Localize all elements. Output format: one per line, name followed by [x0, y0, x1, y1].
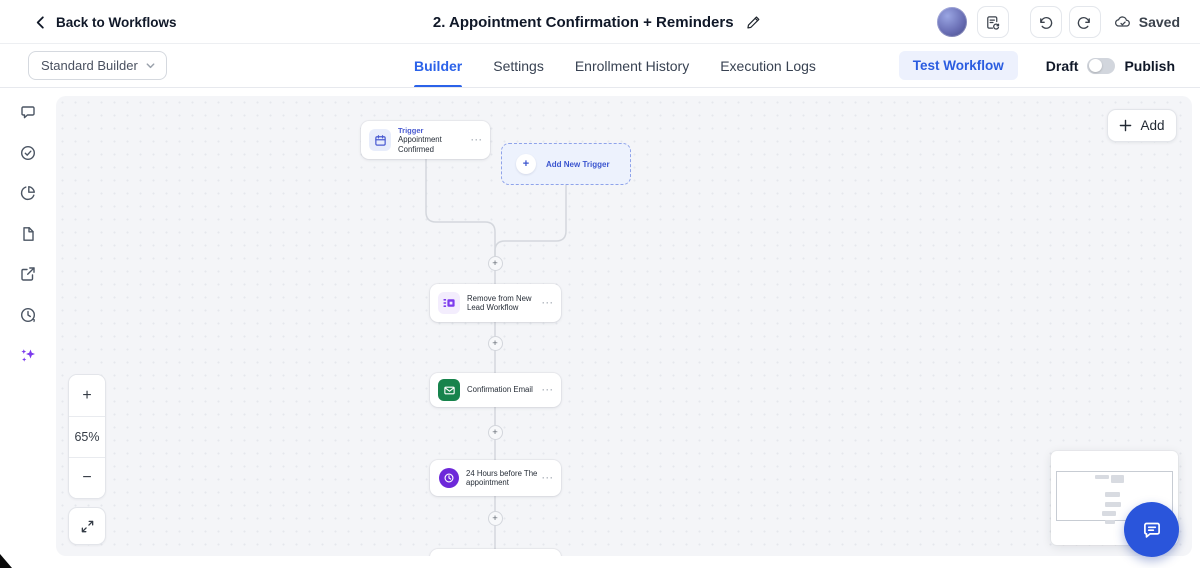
history-clock-icon[interactable] [19, 306, 37, 324]
left-icon-rail [0, 88, 56, 568]
add-button-label: Add [1140, 118, 1165, 133]
pie-chart-icon[interactable] [19, 184, 37, 202]
add-new-trigger-label: Add New Trigger [546, 159, 610, 169]
tab-builder[interactable]: Builder [414, 44, 463, 87]
builder-mode-value: Standard Builder [41, 58, 138, 73]
plus-icon: + [516, 154, 536, 174]
external-link-icon[interactable] [19, 265, 37, 283]
trigger-menu-button[interactable]: ··· [471, 135, 483, 145]
add-step-button[interactable]: + [487, 255, 503, 271]
draft-label: Draft [1045, 57, 1079, 74]
back-chevron-icon [34, 15, 47, 29]
tab-execution-logs[interactable]: Execution Logs [720, 57, 816, 74]
save-status: Saved [1114, 13, 1180, 31]
add-step-button[interactable]: + [487, 335, 503, 351]
zoom-in-button[interactable]: + [69, 375, 105, 416]
workflow-canvas[interactable]: Trigger Appointment Confirmed ··· + Add … [56, 96, 1192, 556]
email-icon [438, 379, 460, 401]
node-menu-button[interactable]: ··· [542, 473, 554, 483]
top-header: Back to Workflows 2. Appointment Confirm… [0, 0, 1200, 44]
add-new-trigger-button[interactable]: + Add New Trigger [501, 143, 631, 185]
node-title: 24 Hours before The appointment [466, 468, 538, 488]
edit-title-icon[interactable] [746, 15, 761, 30]
page-title: 2. Appointment Confirmation + Reminders [432, 13, 734, 31]
fullscreen-button[interactable] [68, 507, 106, 545]
trigger-title: Appointment Confirmed [398, 135, 442, 154]
publish-label: Publish [1124, 57, 1175, 74]
draft-publish-toggle[interactable] [1087, 57, 1116, 74]
node-title: Remove from New Lead Workflow [467, 293, 532, 313]
tab-enrollment-history[interactable]: Enrollment History [574, 57, 690, 74]
plus-icon [1119, 119, 1132, 132]
node-menu-button[interactable]: ··· [542, 298, 554, 308]
document-sync-icon [984, 14, 1001, 31]
back-button[interactable]: Back to Workflows [34, 0, 177, 44]
calendar-icon [369, 129, 391, 151]
test-workflow-button[interactable]: Test Workflow [898, 51, 1018, 80]
node-confirmation-email[interactable]: Confirmation Email ··· [430, 373, 561, 407]
redo-icon [1076, 14, 1093, 31]
node-title: Confirmation Email [467, 385, 533, 395]
tab-settings[interactable]: Settings [493, 57, 544, 74]
node-card-partial[interactable] [430, 549, 561, 556]
file-icon[interactable] [19, 225, 37, 243]
back-label: Back to Workflows [56, 14, 177, 30]
undo-button[interactable] [1029, 6, 1062, 38]
avatar[interactable] [936, 7, 967, 37]
builder-toolbar: Standard Builder Builder Settings Enroll… [0, 44, 1200, 88]
comment-icon[interactable] [19, 103, 37, 121]
undo-icon [1037, 14, 1054, 31]
node-menu-button[interactable]: ··· [542, 385, 554, 395]
trigger-type-label: Trigger [398, 126, 424, 135]
zoom-controls: + 65% − [68, 374, 106, 499]
chevron-down-icon [145, 60, 156, 71]
add-step-button[interactable]: + [487, 510, 503, 526]
cloud-saved-icon [1114, 13, 1132, 31]
zoom-out-button[interactable]: − [69, 457, 105, 498]
tab-bar: Builder Settings Enrollment History Exec… [414, 44, 816, 87]
builder-mode-select[interactable]: Standard Builder [28, 51, 167, 80]
zoom-level[interactable]: 65% [69, 416, 105, 457]
ai-sparkles-icon[interactable] [19, 346, 37, 364]
remove-from-workflow-icon [438, 292, 460, 314]
add-step-button[interactable]: + [487, 424, 503, 440]
chat-bubble-icon [1140, 518, 1164, 542]
workflow-versions-button[interactable] [976, 6, 1009, 38]
node-wait-24-hours[interactable]: 24 Hours before The appointment ··· [430, 460, 561, 496]
node-remove-from-workflow[interactable]: Remove from New Lead Workflow ··· [430, 284, 561, 322]
toggle-knob [1088, 59, 1102, 72]
wait-clock-icon [439, 468, 459, 488]
mouse-cursor [0, 554, 12, 568]
trigger-node[interactable]: Trigger Appointment Confirmed ··· [361, 121, 490, 159]
saved-label: Saved [1138, 14, 1180, 30]
check-circle-icon[interactable] [19, 144, 37, 162]
redo-button[interactable] [1068, 6, 1101, 38]
add-action-button[interactable]: Add [1107, 109, 1177, 142]
expand-icon [80, 519, 95, 534]
chat-widget-button[interactable] [1124, 502, 1179, 557]
